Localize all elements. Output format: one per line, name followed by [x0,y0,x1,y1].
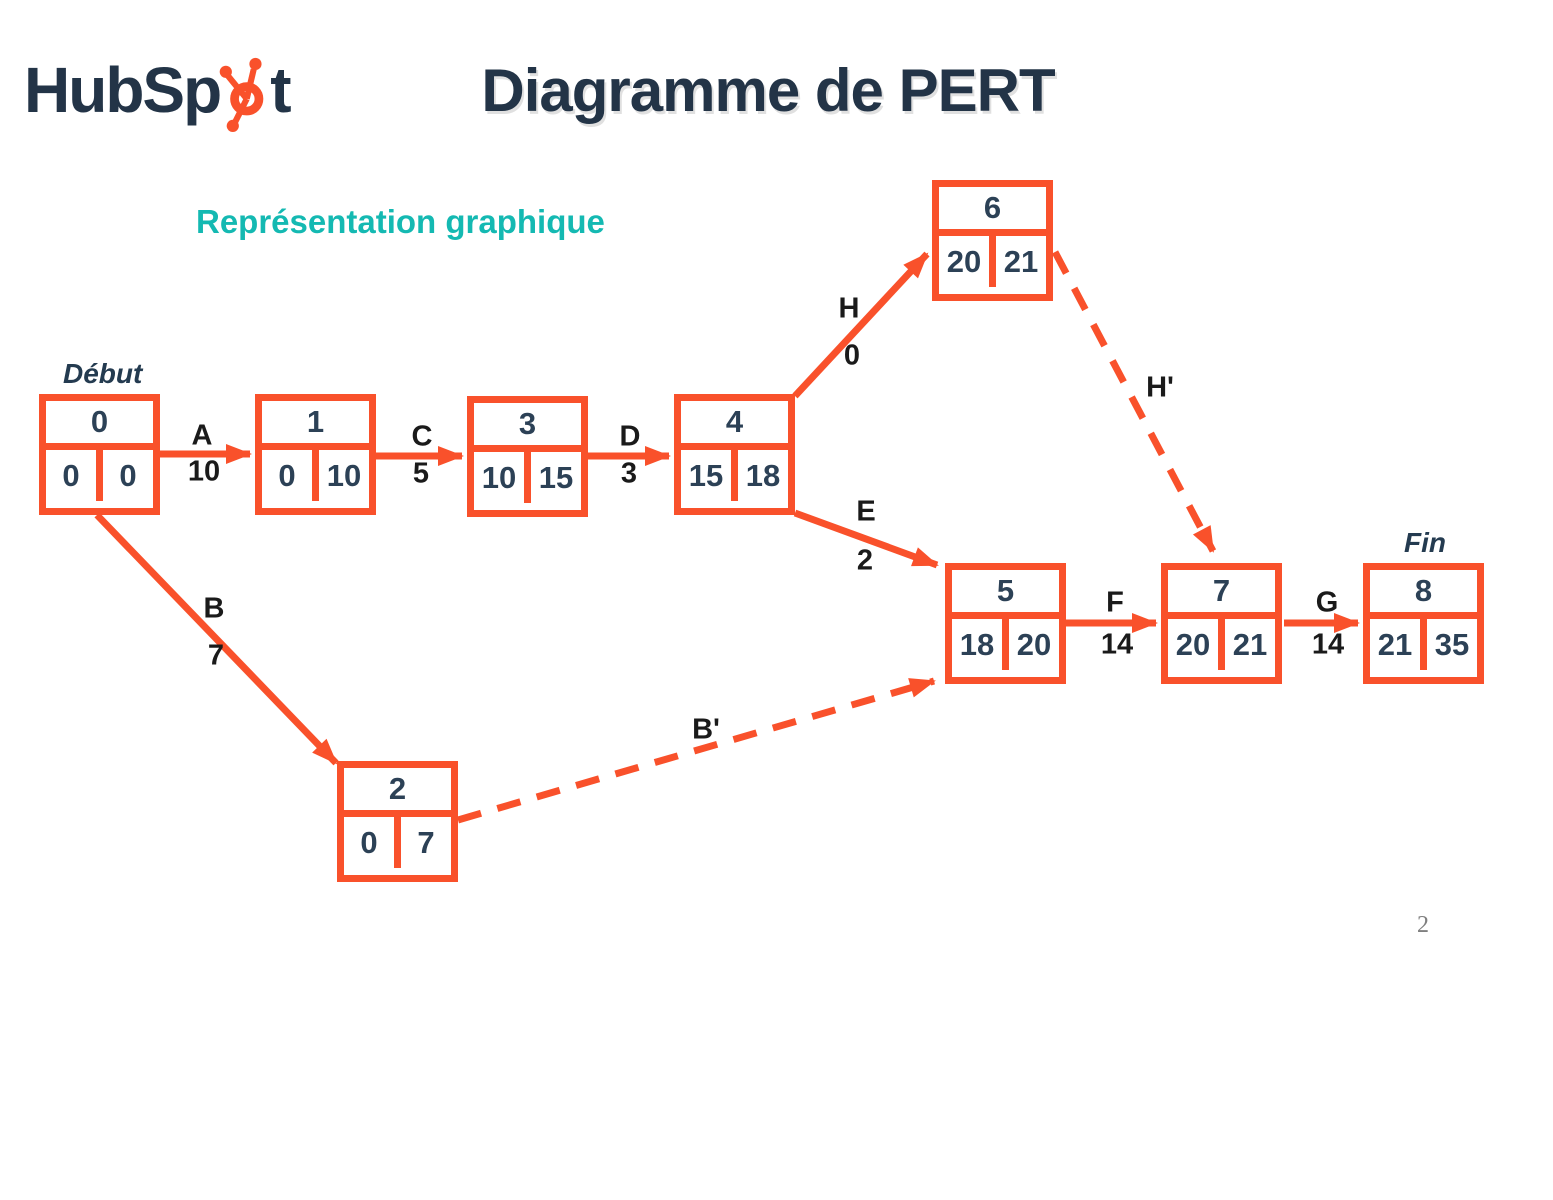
early-date-cell: 10 [481,459,517,495]
edge-duration-A: 10 [187,455,221,488]
edge-duration-G: 14 [1311,628,1345,661]
late-date-cell: 15 [524,452,581,503]
pert-node-1: 1 0 10 [255,394,376,515]
early-date-cell: 18 [959,626,995,662]
node-number: 5 [952,570,1059,619]
hubspot-sprocket-icon [219,57,264,132]
node-number: 6 [939,187,1046,236]
edge-label-A: A [191,419,213,452]
node-number: 7 [1168,570,1275,619]
edge-duration-B: 7 [207,639,225,672]
edge-duration-H: 0 [843,339,861,372]
pert-node-7: 7 20 21 [1161,563,1282,684]
edge-label-C: C [411,420,433,453]
node-number: 0 [46,401,153,450]
late-date-cell: 7 [394,817,451,868]
node-number: 8 [1370,570,1477,619]
edge-label-H-prime: H' [1146,371,1174,404]
edge-duration-D: 3 [620,457,638,490]
pert-node-8: 8 21 35 [1363,563,1484,684]
node-number: 4 [681,401,788,450]
edge-label-D: D [619,420,641,453]
late-date-cell: 21 [1218,619,1275,670]
edge-duration-E: 2 [856,544,874,577]
edge-E-arrow [793,509,939,569]
edge-H-prime-arrow [1051,250,1217,553]
page-title: Diagramme de PERT [481,57,1055,124]
hubspot-logo: HubSp t [24,50,292,132]
edge-duration-F: 14 [1100,628,1134,661]
early-date-cell: 0 [278,457,296,493]
pert-node-3: 3 10 15 [467,396,588,517]
edge-label-H: H [838,292,860,325]
early-date-cell: 20 [946,243,982,279]
edge-duration-C: 5 [412,457,430,490]
pert-node-6: 6 20 21 [932,180,1053,301]
edge-label-G: G [1315,586,1339,619]
late-date-cell: 35 [1420,619,1477,670]
late-date-cell: 10 [312,450,369,501]
late-date-cell: 18 [731,450,788,501]
late-date-cell: 0 [96,450,153,501]
end-label: Fin [1404,527,1446,558]
node-number: 2 [344,768,451,817]
early-date-cell: 21 [1377,626,1413,662]
edge-B-prime-arrow [457,677,936,824]
late-date-cell: 20 [1002,619,1059,670]
early-date-cell: 0 [360,824,378,860]
section-subtitle: Représentation graphique [196,203,605,240]
edge-B-arrow [94,512,339,766]
pert-node-0: 0 0 0 [39,394,160,515]
early-date-cell: 20 [1175,626,1211,662]
pert-node-5: 5 18 20 [945,563,1066,684]
late-date-cell: 21 [989,236,1046,287]
start-label: Début [63,358,143,389]
pert-node-2: 2 0 7 [337,761,458,882]
edge-H-arrow [792,251,930,399]
edge-label-B-prime: B' [692,713,720,746]
early-date-cell: 15 [688,457,724,493]
logo-text-before: HubSp [24,54,222,126]
edge-label-E: E [856,495,876,528]
logo-text-after: t [270,54,291,126]
page-number: 2 [1417,912,1429,938]
node-number: 1 [262,401,369,450]
node-number: 3 [474,403,581,452]
edge-label-F: F [1106,586,1124,619]
early-date-cell: 0 [62,457,80,493]
pert-node-4: 4 15 18 [674,394,795,515]
edge-label-B: B [203,592,225,625]
